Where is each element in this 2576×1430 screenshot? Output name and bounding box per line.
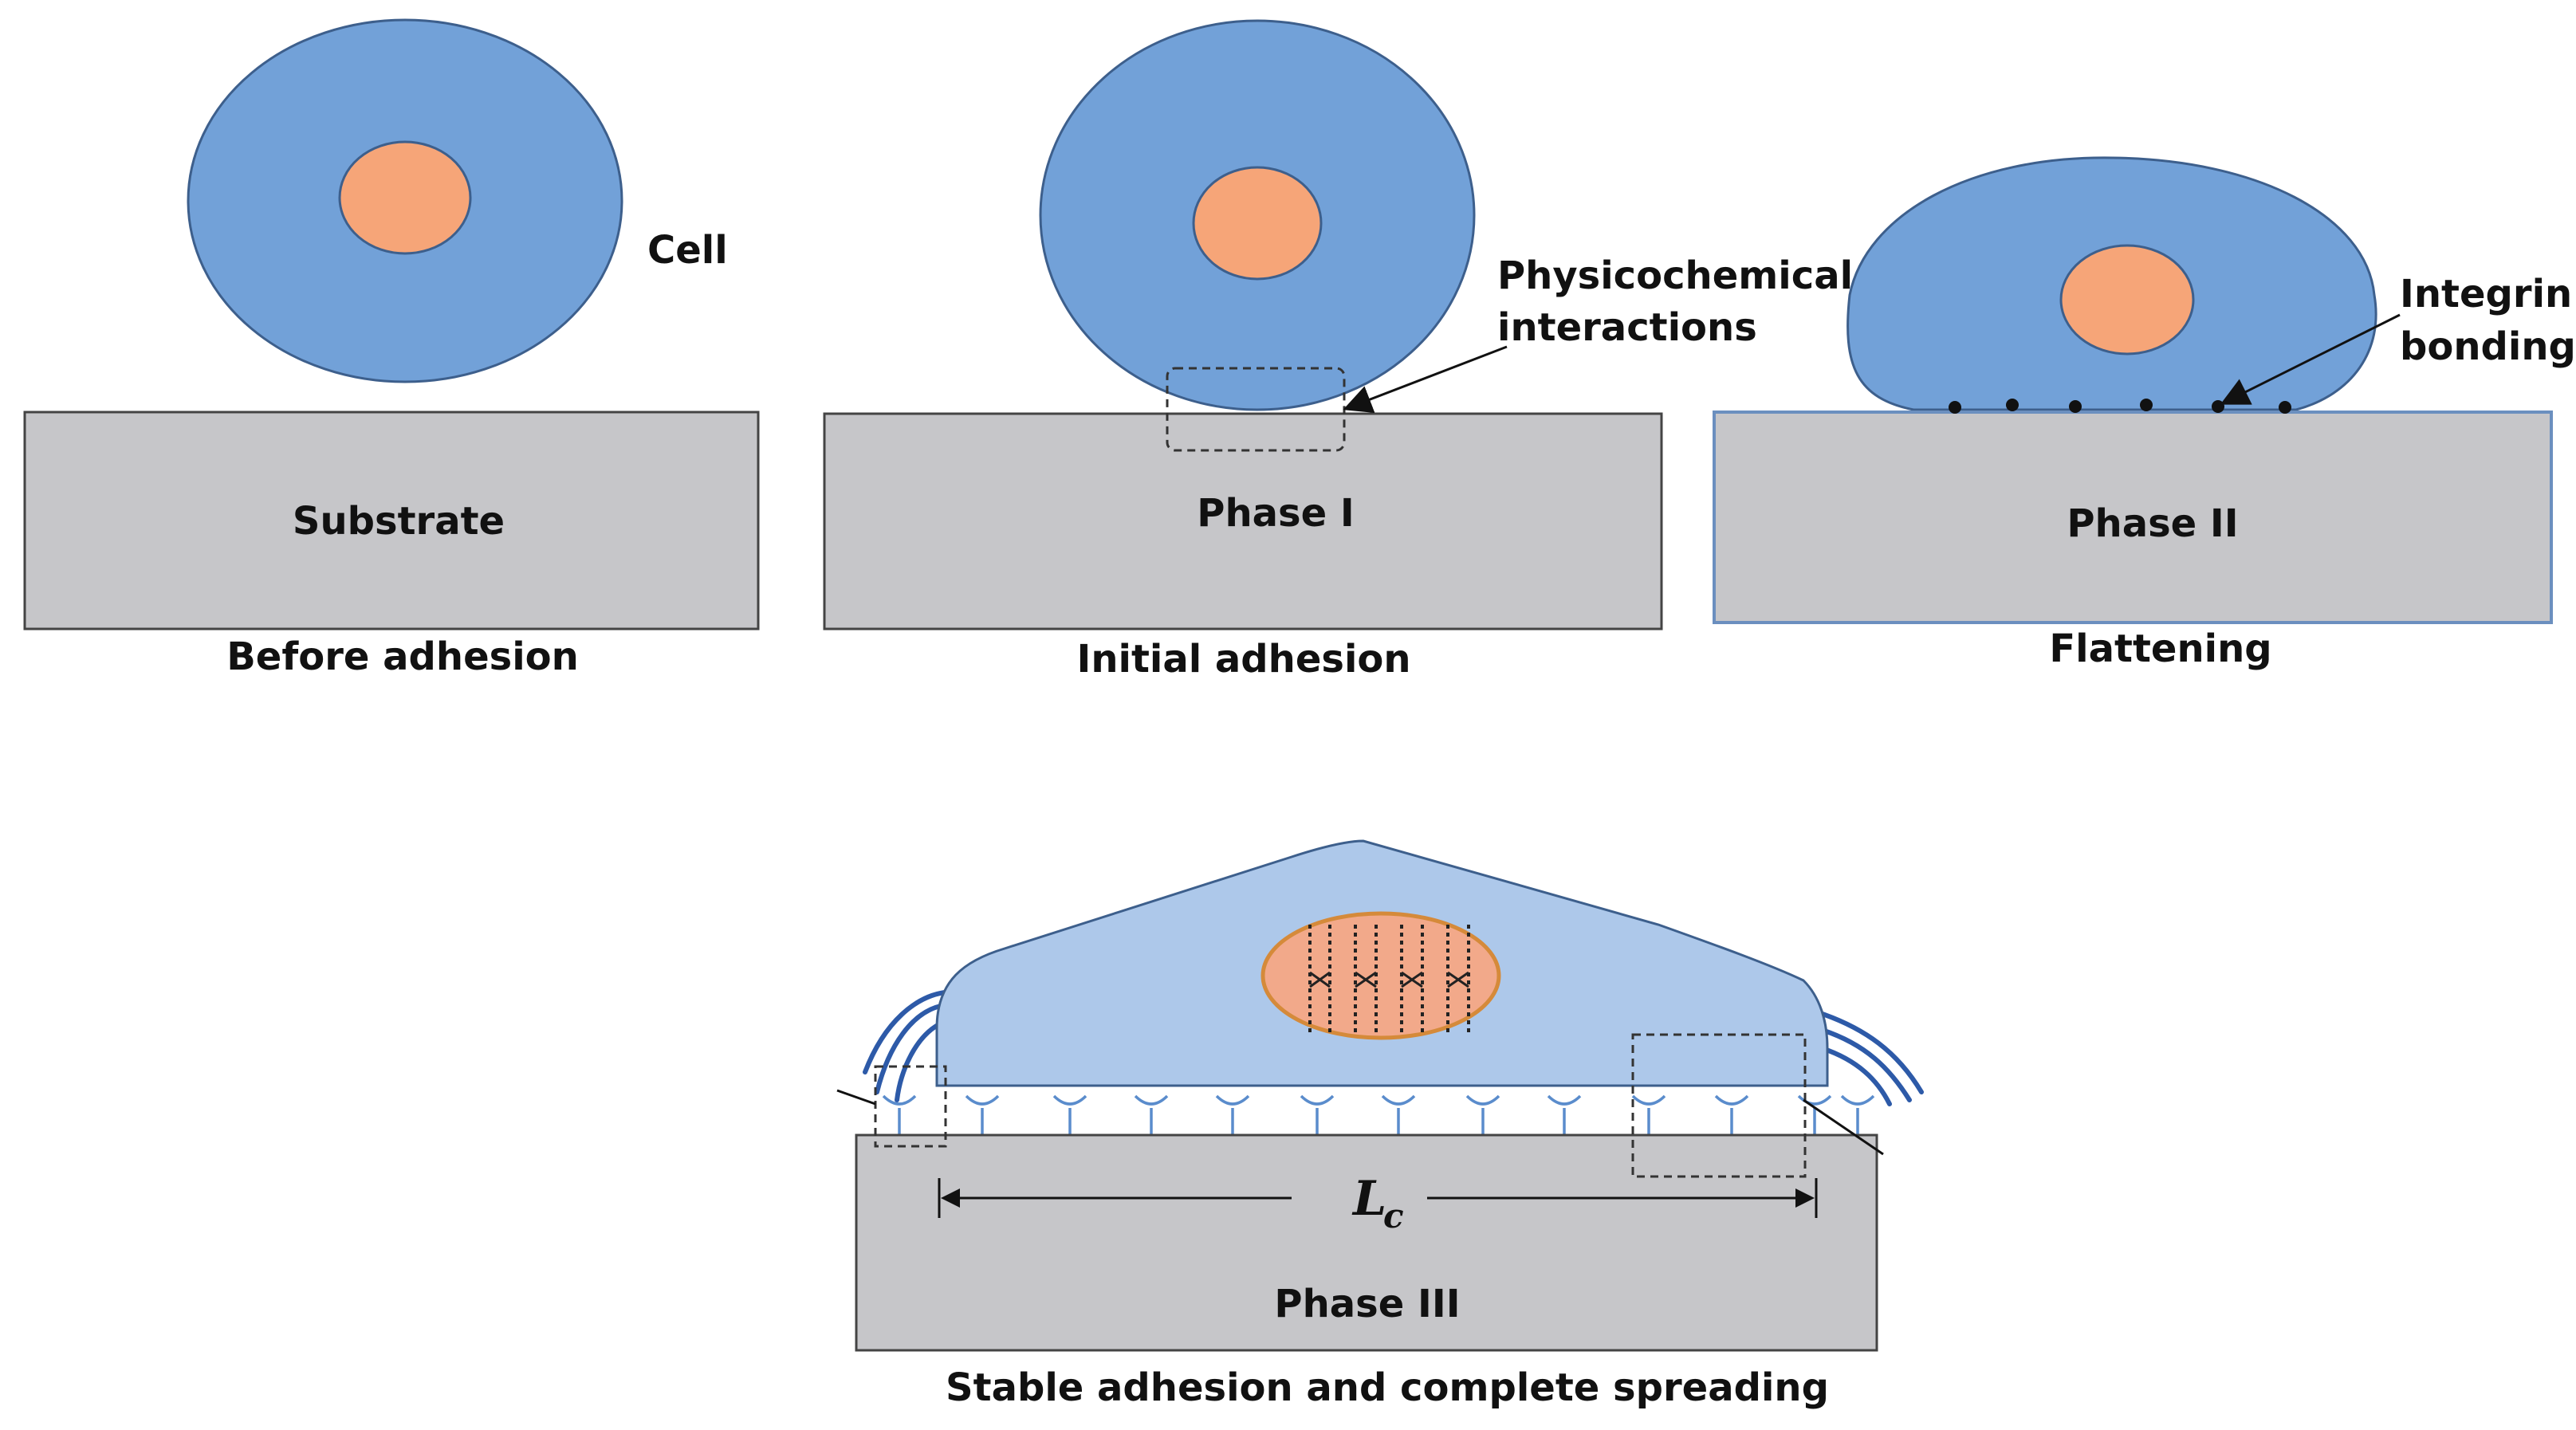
cell-nucleus <box>1192 166 1323 281</box>
integrin-bond-dot <box>2279 401 2291 414</box>
integrin-bond-dot <box>2006 399 2019 411</box>
caption-before-adhesion: Before adhesion <box>226 634 579 679</box>
focal-zone-box-left <box>874 1065 947 1148</box>
contact-length-subscript: c <box>1383 1196 1404 1236</box>
substrate <box>855 1133 1878 1352</box>
pointer-line-right <box>1803 1098 1884 1156</box>
annotation-physicochemical: Physicochemical <box>1497 253 1853 298</box>
integrin-bond-dot <box>1949 401 1961 414</box>
substrate-label: Phase I <box>1197 491 1354 536</box>
substrate-label: Substrate <box>293 499 505 544</box>
caption-flattening: Flattening <box>2049 627 2271 671</box>
caption-initial-adhesion: Initial adhesion <box>1076 637 1410 682</box>
panel-phase-2: Integrin bonding Phase II Flattening <box>1713 156 2576 671</box>
cell-nucleus <box>1260 911 1501 1040</box>
caption-stable-adhesion: Stable adhesion and complete spreading <box>946 1365 1829 1410</box>
panel-phase-3: L c Phase III Stable adhesion and comple… <box>836 839 1924 1410</box>
panel-before-adhesion: Cell Substrate Before adhesion <box>23 18 760 679</box>
substrate <box>23 411 760 631</box>
contact-length-dimension: L c <box>938 1171 1818 1236</box>
cell-label: Cell <box>647 228 728 273</box>
focal-zone-box-right <box>1631 1033 1807 1178</box>
annotation-interactions: interactions <box>1497 305 1757 350</box>
chromosomes <box>1308 925 1470 1032</box>
integrin-bond-dot <box>2069 400 2082 413</box>
filopodia-right <box>1815 1010 1924 1106</box>
integrin-bonds <box>1949 399 2291 414</box>
annotation-arrow <box>1343 345 1508 414</box>
contact-length-symbol: L <box>1351 1171 1386 1227</box>
substrate <box>1713 411 2553 624</box>
annotation-integrin: Integrin <box>2400 272 2572 316</box>
filopodia-left <box>863 990 947 1102</box>
integrin-bond-dot <box>2212 400 2224 413</box>
cell-nucleus <box>338 140 472 255</box>
pointer-line-left <box>836 1089 876 1106</box>
panel-phase-1: Physicochemical interactions Phase I Ini… <box>823 19 1853 682</box>
integrin-receptors <box>882 1094 1875 1136</box>
substrate-label: Phase II <box>2067 501 2238 546</box>
substrate-label: Phase III <box>1274 1282 1460 1326</box>
cell-nucleus <box>2059 244 2195 356</box>
annotation-arrow <box>2220 313 2401 405</box>
integrin-bond-dot <box>2140 399 2153 411</box>
annotation-bonding: bonding <box>2400 324 2576 369</box>
